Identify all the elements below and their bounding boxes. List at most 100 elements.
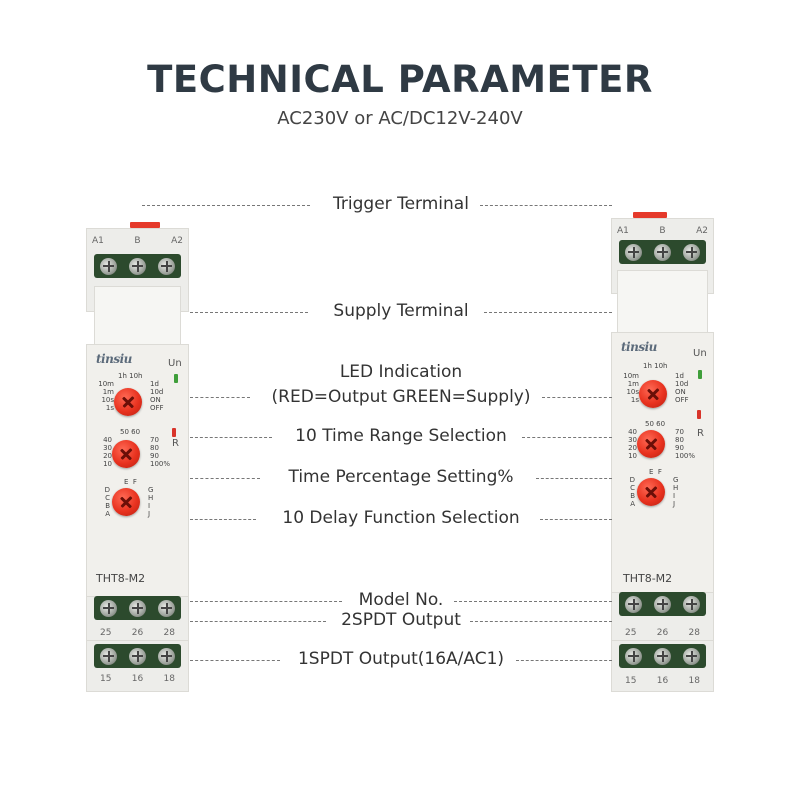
- r-label: R: [172, 438, 179, 449]
- time-percentage-knob[interactable]: [112, 440, 140, 468]
- r-label: R: [697, 428, 704, 439]
- output-2spdt-label: 2SPDT Output: [341, 610, 461, 630]
- screw-icon: [129, 647, 146, 665]
- bottom-terminal-block: [619, 644, 706, 668]
- leader-line: [470, 621, 612, 622]
- screw-icon: [625, 243, 642, 261]
- trigger-tab: [130, 222, 160, 228]
- terminal-label: B: [134, 236, 141, 246]
- screw-icon: [100, 647, 117, 665]
- terminal-label: A1: [92, 236, 104, 246]
- leader-line: [190, 312, 308, 313]
- leader-line: [190, 478, 260, 479]
- leader-line: [454, 601, 612, 602]
- un-label: Un: [693, 348, 707, 359]
- page-subtitle: AC230V or AC/DC12V-240V: [277, 108, 523, 129]
- led-indication-title: LED Indication: [339, 362, 463, 382]
- pct-scale-top: 50 60: [645, 420, 666, 428]
- leader-line: [190, 397, 250, 398]
- time-percentage-label: Time Percentage Setting%: [288, 467, 514, 487]
- leader-line: [480, 205, 612, 206]
- leader-line: [142, 205, 310, 206]
- green-led: [174, 374, 178, 383]
- delay-function-knob[interactable]: [637, 478, 665, 506]
- screw-icon: [625, 595, 642, 613]
- range-scale-top: 1h 10h: [643, 362, 668, 370]
- leader-line: [190, 621, 326, 622]
- range-scale-top: 1h 10h: [118, 372, 143, 380]
- screw-icon: [683, 647, 700, 665]
- led-indication-detail: (RED=Output GREEN=Supply): [271, 387, 531, 407]
- leader-line: [190, 660, 280, 661]
- terminal-label: A2: [171, 236, 183, 246]
- output-1spdt-label: 1SPDT Output(16A/AC1): [297, 649, 505, 669]
- delay-function-label: 10 Delay Function Selection: [282, 508, 520, 528]
- red-led: [697, 410, 701, 419]
- leader-line: [190, 601, 342, 602]
- un-label: Un: [168, 358, 182, 369]
- screw-icon: [129, 599, 146, 617]
- pct-scale-top: 50 60: [120, 428, 141, 436]
- leader-line: [542, 397, 612, 398]
- delay-function-knob[interactable]: [112, 488, 140, 516]
- bottom-terminal-block: [94, 644, 181, 668]
- screw-icon: [100, 257, 117, 275]
- screw-icon: [158, 257, 175, 275]
- led-indication-label: LED Indication (RED=Output GREEN=Supply): [190, 360, 612, 410]
- screw-icon: [100, 599, 117, 617]
- leader-line: [190, 437, 272, 438]
- screw-icon: [654, 647, 671, 665]
- top-terminal-labels: A1 B A2: [92, 236, 183, 246]
- model-no-label: Model No.: [358, 590, 444, 610]
- screw-icon: [683, 243, 700, 261]
- leader-line: [484, 312, 612, 313]
- model-number: THT8-M2: [96, 572, 146, 585]
- supply-section: [617, 270, 708, 336]
- leader-line: [540, 519, 612, 520]
- leader-line: [516, 660, 612, 661]
- top-terminal-block: [619, 240, 706, 264]
- front-panel: [86, 344, 189, 602]
- screw-icon: [158, 599, 175, 617]
- supply-section: [94, 286, 181, 346]
- screw-icon: [654, 243, 671, 261]
- model-number: THT8-M2: [623, 572, 673, 585]
- screw-icon: [654, 595, 671, 613]
- time-range-label: 10 Time Range Selection: [295, 426, 507, 446]
- leader-line: [536, 478, 612, 479]
- supply-terminal-label: Supply Terminal: [333, 301, 469, 321]
- mid-terminal-block: [619, 592, 706, 616]
- brand-logo: tinsiu: [621, 340, 657, 354]
- time-percentage-knob[interactable]: [637, 430, 665, 458]
- brand-logo: tinsiu: [96, 352, 132, 366]
- trigger-terminal-label: Trigger Terminal: [333, 194, 469, 214]
- time-range-knob[interactable]: [639, 380, 667, 408]
- trigger-tab: [633, 212, 667, 218]
- leader-line: [522, 437, 612, 438]
- func-scale-top: E F: [124, 478, 137, 486]
- screw-icon: [158, 647, 175, 665]
- screw-icon: [129, 257, 146, 275]
- top-terminal-block: [94, 254, 181, 278]
- time-range-knob[interactable]: [114, 388, 142, 416]
- leader-line: [190, 519, 256, 520]
- mid-terminal-block: [94, 596, 181, 620]
- screw-icon: [683, 595, 700, 613]
